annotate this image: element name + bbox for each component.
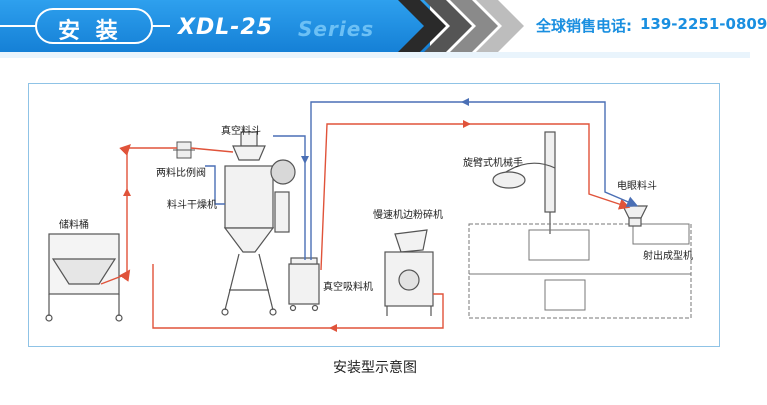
- proportional-valve: [173, 141, 195, 159]
- crusher: [384, 229, 434, 316]
- header-banner: 安 装 XDL-25 Series 全球销售电话: 139-2251-0809: [0, 0, 767, 58]
- phone-number: 139-2251-0809: [640, 15, 767, 33]
- red-flow-lines: [100, 123, 631, 329]
- diagram-caption: 安装型示意图: [333, 360, 417, 376]
- label-storage-bin: 储料桶: [59, 220, 89, 231]
- injection-molding-machine: [468, 223, 692, 319]
- label-eye-hopper: 电眼料斗: [617, 181, 657, 192]
- page-title: 安 装: [58, 19, 122, 44]
- robot-arm: [492, 131, 556, 234]
- label-injection-machine: 射出成型机: [643, 251, 693, 262]
- phone-label: 全球销售电话:: [536, 17, 632, 35]
- hopper-dryer: [221, 131, 296, 316]
- series-text: Series: [298, 17, 375, 41]
- label-robot-arm: 旋臂式机械手: [463, 158, 523, 169]
- header-background: [0, 0, 750, 58]
- blue-flow-lines: [205, 101, 639, 260]
- chevron-arrows: [398, 0, 524, 52]
- label-crusher: 慢速机边粉碎机: [373, 210, 443, 221]
- diagram-drawing: [45, 98, 692, 332]
- flow-arrows: [123, 98, 471, 332]
- label-vacuum-hopper: 真空料斗: [221, 126, 261, 137]
- eye-hopper: [622, 205, 648, 227]
- label-proportional-valve: 两料比例阀: [156, 168, 206, 179]
- vacuum-loader: [288, 257, 320, 312]
- label-hopper-dryer: 料斗干燥机: [167, 200, 217, 211]
- installation-diagram: 储料桶 两料比例阀 真空料斗 料斗干燥机 真空吸料机 慢速机边粉碎机 旋臂式机械…: [28, 83, 720, 347]
- storage-bin: [45, 233, 123, 322]
- model-name: XDL-25: [178, 15, 273, 40]
- label-vacuum-loader: 真空吸料机: [323, 282, 373, 293]
